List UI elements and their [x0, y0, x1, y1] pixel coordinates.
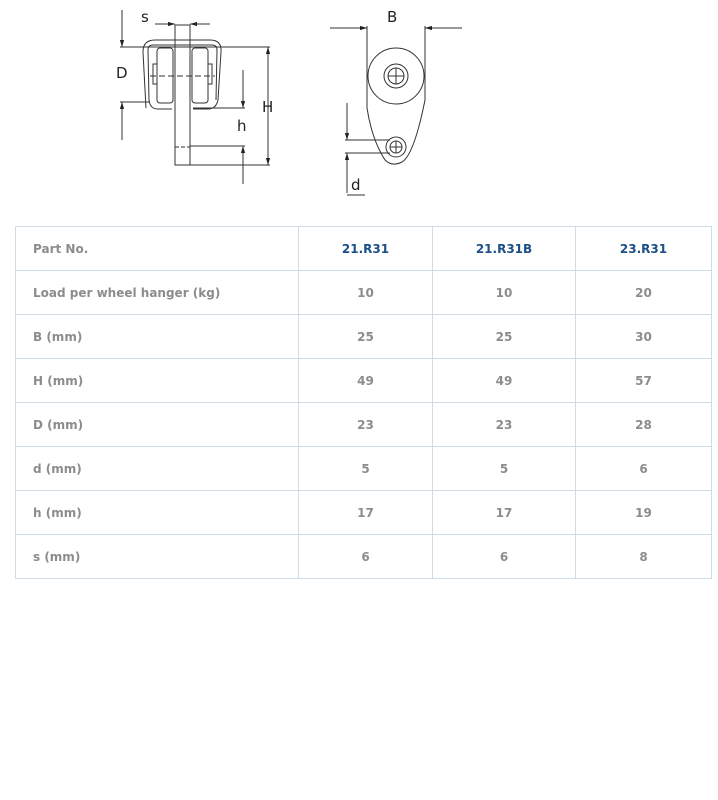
cell-value: 25 [298, 314, 433, 359]
table-header-row: Part No. 21.R31 21.R31B 23.R31 [15, 226, 712, 271]
cell-value: 57 [575, 358, 712, 403]
cell-value: 20 [575, 270, 712, 315]
dim-label-B: B [387, 8, 397, 26]
cell-value: 5 [432, 446, 576, 491]
part-number: 21.R31 [298, 226, 433, 271]
cell-value: 10 [432, 270, 576, 315]
row-label: s (mm) [15, 534, 299, 579]
dim-label-H: H [262, 98, 273, 116]
cell-value: 25 [432, 314, 576, 359]
cell-value: 8 [575, 534, 712, 579]
dim-label-D: D [116, 64, 128, 82]
row-label: h (mm) [15, 490, 299, 535]
cell-value: 23 [432, 402, 576, 447]
cell-value: 19 [575, 490, 712, 535]
row-label: Load per wheel hanger (kg) [15, 270, 299, 315]
cell-value: 28 [575, 402, 712, 447]
cell-value: 5 [298, 446, 433, 491]
part-number: 21.R31B [432, 226, 576, 271]
cell-value: 49 [298, 358, 433, 403]
row-label: B (mm) [15, 314, 299, 359]
cell-value: 6 [298, 534, 433, 579]
row-label: D (mm) [15, 402, 299, 447]
cell-value: 17 [432, 490, 576, 535]
cell-value: 6 [575, 446, 712, 491]
cell-value: 23 [298, 402, 433, 447]
technical-drawing: s D H h B d [116, 8, 462, 196]
dim-label-d: d [351, 176, 361, 194]
cell-value: 49 [432, 358, 576, 403]
header-label: Part No. [15, 226, 299, 271]
part-number: 23.R31 [575, 226, 712, 271]
side-view [119, 10, 271, 184]
cell-value: 6 [432, 534, 576, 579]
cell-value: 30 [575, 314, 712, 359]
cell-value: 17 [298, 490, 433, 535]
row-label: H (mm) [15, 358, 299, 403]
dim-label-h: h [237, 117, 247, 135]
specifications-table: Part No. 21.R31 21.R31B 23.R31 Load per … [15, 226, 712, 579]
dim-label-s: s [141, 8, 149, 26]
front-view [330, 25, 462, 196]
row-label: d (mm) [15, 446, 299, 491]
cell-value: 10 [298, 270, 433, 315]
